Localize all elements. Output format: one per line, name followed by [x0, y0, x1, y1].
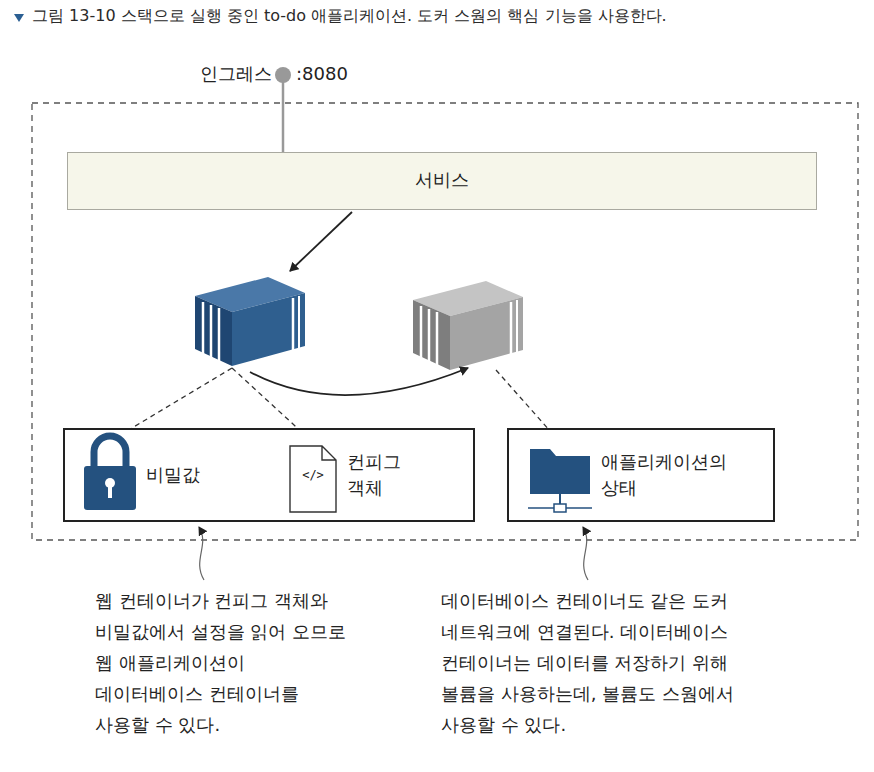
node-label: 서비스	[68, 167, 816, 193]
code-symbol: </>	[290, 468, 336, 484]
node-label: 비밀값	[146, 462, 200, 488]
node-label: 애플리케이션의 상태	[601, 449, 734, 501]
service-band: 서비스	[67, 152, 817, 210]
ingress-line	[282, 75, 285, 152]
db-container	[413, 281, 523, 370]
swarm-boundary	[32, 103, 858, 540]
web-container	[195, 277, 305, 366]
callout-leader	[583, 527, 588, 580]
callout-note: 웹 컨테이너가 컨피그 객체와 비밀값에서 설정을 읽어 오므로 웹 애플리케이…	[95, 585, 357, 740]
route-arrow	[290, 212, 352, 271]
port-label: :8080	[296, 62, 348, 85]
network-arrow	[250, 368, 468, 395]
resource-box: 애플리케이션의 상태	[507, 428, 775, 522]
ingress-dot	[275, 67, 291, 83]
title-marker	[14, 14, 24, 22]
callout-leader	[199, 527, 204, 580]
ingress-label: 인그레스	[200, 62, 272, 85]
figure-title: 그림 13-10 스택으로 실행 중인 to-do 애플리케이션. 도커 스웜의…	[32, 6, 667, 27]
callout-note: 데이터베이스 컨테이너도 같은 도커 네트워크에 연결된다. 데이터베이스 컨테…	[441, 585, 746, 740]
node-label: 컨피그 객체	[347, 449, 406, 501]
resource-box: 비밀값 컨피그 객체	[63, 428, 475, 522]
